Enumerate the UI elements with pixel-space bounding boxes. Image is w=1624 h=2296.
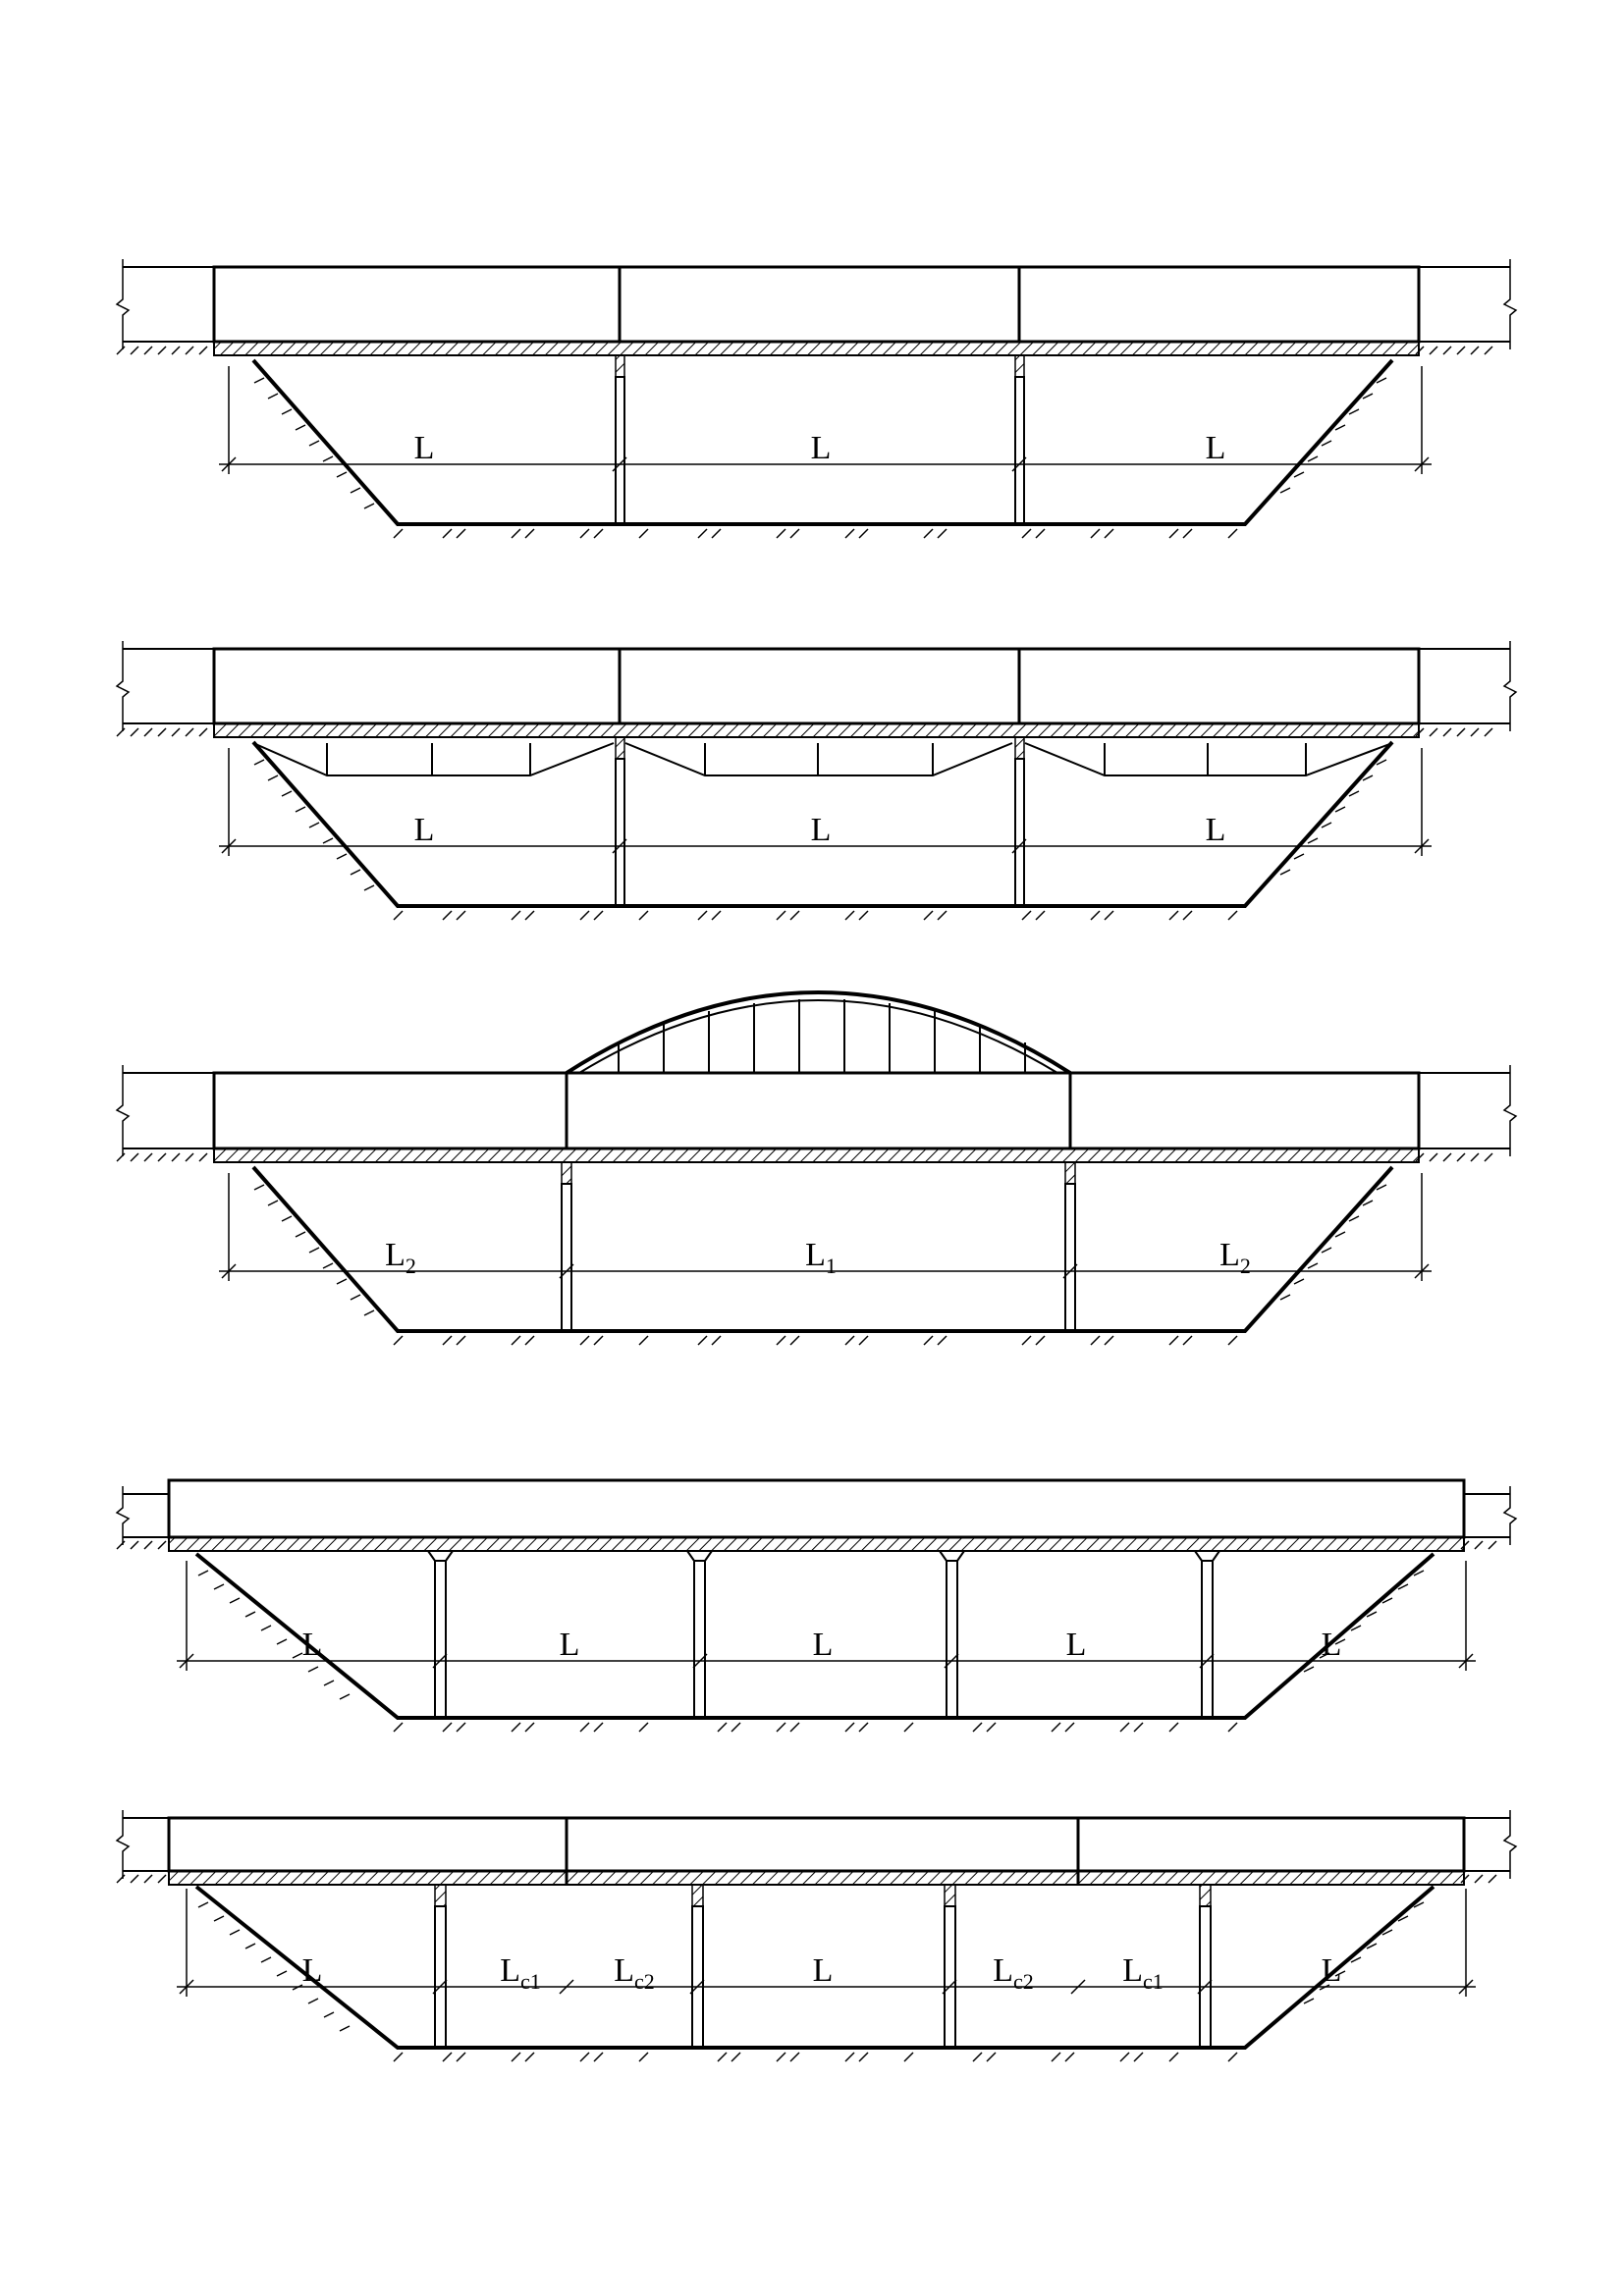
bearing [944, 1884, 956, 1907]
span-label: L [414, 430, 435, 466]
break-mark-left [115, 1810, 131, 1879]
break-mark-left [115, 641, 131, 731]
span-label: L [1322, 1627, 1342, 1663]
dimension-line [219, 748, 1432, 856]
superstructure [167, 1816, 1466, 1873]
superstructure [212, 265, 1421, 344]
bearing [691, 1884, 704, 1907]
valley-profile [251, 740, 1394, 908]
bearing [1064, 1161, 1076, 1185]
diagram-1-continuous-beam [115, 259, 1518, 539]
dimension-line [219, 366, 1432, 474]
pier [1199, 1905, 1212, 2049]
diagram-3-arch-bridge [115, 990, 1518, 1346]
break-mark-left [115, 259, 131, 349]
superstructure [212, 1071, 1421, 1150]
left-approach [123, 1493, 170, 1538]
span-label: L [1206, 430, 1226, 466]
left-approach [123, 648, 215, 724]
span-label: L [1066, 1627, 1087, 1663]
bearing [1199, 1884, 1212, 1907]
bearing [615, 736, 625, 760]
valley-profile [194, 1885, 1435, 2050]
dimension-line [177, 1889, 1476, 1997]
pier [615, 758, 625, 907]
break-mark-right [1502, 1810, 1518, 1879]
span-label: L [811, 430, 832, 466]
span-label: L [813, 1627, 834, 1663]
span-label: L [1206, 812, 1226, 848]
bearing [1014, 736, 1025, 760]
diagram-4-frame-bridge [115, 1478, 1518, 1733]
bearing [561, 1161, 572, 1185]
break-mark-right [1502, 259, 1518, 349]
dimension-line [219, 1173, 1432, 1281]
right-approach [1463, 1817, 1510, 1872]
left-approach [123, 266, 215, 343]
break-mark-left [115, 1486, 131, 1545]
break-mark-left [115, 1065, 131, 1156]
span-label: L [302, 1627, 323, 1663]
right-approach [1418, 1072, 1510, 1149]
diagram-4-span-labels: L L L L L [302, 1627, 1342, 1663]
left-approach [123, 1072, 215, 1149]
diagram-2-cantilever-beam [115, 641, 1518, 921]
span-label: L [811, 812, 832, 848]
deck-hatch-band [213, 1148, 1420, 1163]
span-label: Lc1 [1122, 1952, 1164, 1994]
pier [691, 1905, 704, 2049]
pier [434, 1905, 447, 2049]
right-approach [1463, 1493, 1510, 1538]
superstructure [167, 1478, 1466, 1539]
span-label: L [414, 812, 435, 848]
break-mark-right [1502, 1065, 1518, 1156]
pier [944, 1905, 956, 2049]
valley-profile [194, 1552, 1435, 1720]
break-mark-right [1502, 1486, 1518, 1545]
dimension-line [177, 1561, 1476, 1671]
span-label: L [813, 1952, 834, 1989]
haunched-girders [252, 742, 1393, 776]
bearing [434, 1884, 447, 1907]
pier [1014, 376, 1025, 525]
span-label: Lc1 [500, 1952, 541, 1994]
bearing [1014, 354, 1025, 378]
span-label: Lc2 [993, 1952, 1034, 1994]
left-approach [123, 1817, 170, 1872]
deck-hatch-band [168, 1536, 1465, 1552]
span-label: L1 [805, 1237, 837, 1278]
diagram-5-gerber-beam [115, 1810, 1518, 2062]
deck-hatch-band [213, 341, 1420, 356]
arch-rib [565, 990, 1072, 1075]
diagram-2-span-labels: L L L [414, 812, 1226, 848]
pier [1014, 758, 1025, 907]
bearing [615, 354, 625, 378]
diagram-1-span-labels: L L L [414, 430, 1226, 466]
right-approach [1418, 266, 1510, 343]
span-label: L2 [1219, 1237, 1251, 1278]
span-label: L [560, 1627, 580, 1663]
span-label: L [302, 1952, 323, 1989]
superstructure [212, 647, 1421, 725]
span-label: L2 [385, 1237, 416, 1278]
pier [561, 1183, 572, 1332]
pier [615, 376, 625, 525]
right-approach [1418, 648, 1510, 724]
deck-hatch-band [213, 722, 1420, 738]
diagram-5-span-labels: L Lc1 Lc2 L Lc2 Lc1 L [302, 1952, 1342, 1994]
span-label: L [1322, 1952, 1342, 1989]
pier [1064, 1183, 1076, 1332]
span-label: Lc2 [614, 1952, 655, 1994]
valley-profile [251, 358, 1394, 526]
diagram-3-span-labels: L2 L1 L2 [385, 1237, 1251, 1278]
arch-hangers [618, 999, 1026, 1073]
break-mark-right [1502, 641, 1518, 731]
deck-hatch-band [168, 1870, 1465, 1886]
valley-profile [251, 1165, 1394, 1333]
